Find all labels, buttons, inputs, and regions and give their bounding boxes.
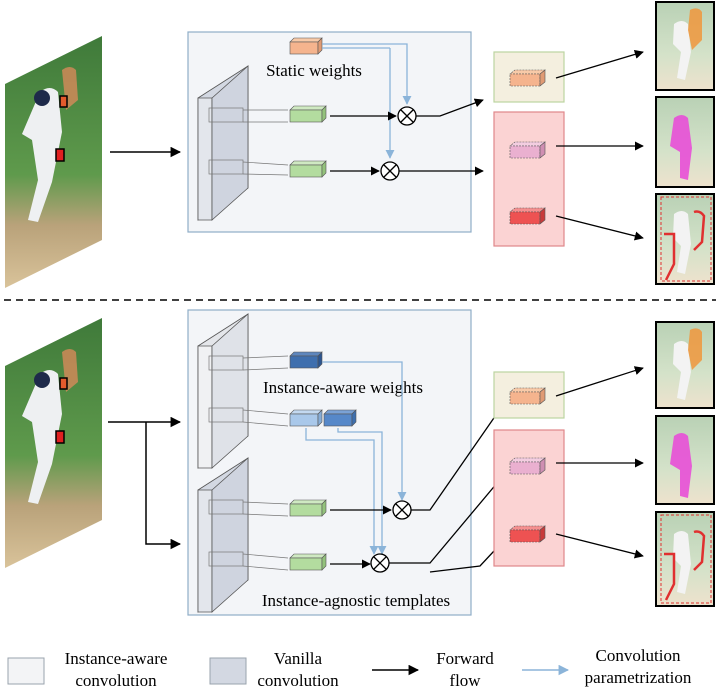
parametrization-arrow — [322, 43, 412, 105]
output-cube-red — [509, 207, 546, 225]
legend-swatch-instance-aware — [7, 657, 45, 685]
multiply-operator — [392, 500, 412, 520]
output-cube-pink — [509, 457, 546, 475]
template-coefficient-cube — [323, 409, 357, 427]
input-image-bottom — [5, 318, 102, 568]
legend-param-line2: parametrization — [585, 668, 692, 687]
output-box-pink — [493, 429, 565, 567]
forward-arrow — [145, 422, 182, 550]
forward-arrow — [416, 98, 484, 117]
input-image-top — [5, 36, 102, 288]
vanilla-conv-block — [197, 65, 249, 221]
keypoint-marker — [55, 148, 65, 162]
legend-forward-line1: Forward — [436, 649, 494, 668]
template-coefficient-cube — [289, 409, 323, 427]
player-figure — [22, 370, 62, 504]
legend: Instance-aware convolution Vanilla convo… — [7, 646, 692, 690]
result-thumbnail-mask — [655, 415, 715, 505]
result-thumbnail-box — [655, 321, 715, 409]
instance-agnostic-templates-label: Instance-agnostic templates — [262, 591, 450, 610]
result-thumbnail-mask — [655, 96, 715, 188]
player-helmet — [34, 90, 50, 106]
multiply-operator — [380, 161, 400, 181]
instance-aware-weights-label: Instance-aware weights — [263, 378, 423, 397]
output-cube-orange — [509, 69, 546, 87]
result-thumbnail-keypoints — [655, 511, 715, 607]
legend-swatch-vanilla — [209, 657, 247, 685]
result-thumbnail-box — [655, 1, 715, 91]
legend-param-line1: Convolution — [595, 646, 681, 665]
instance-aware-conv-block — [197, 313, 249, 469]
player-helmet — [34, 372, 50, 388]
feature-cube-green — [289, 499, 327, 517]
forward-arrow — [555, 215, 644, 241]
legend-forward-line2: flow — [449, 671, 481, 690]
forward-arrow — [555, 366, 644, 397]
feature-cube-green — [289, 105, 327, 123]
feature-cube-green — [289, 553, 327, 571]
output-cube-pink — [509, 141, 546, 159]
multiply-operator — [370, 553, 390, 573]
legend-vanilla-line1: Vanilla — [274, 649, 323, 668]
forward-arrow — [389, 469, 509, 564]
static-weights-cube — [289, 37, 323, 55]
keypoint-marker — [59, 377, 68, 390]
legend-instance-aware-line2: convolution — [75, 671, 157, 690]
multiply-operator — [397, 106, 417, 126]
static-weights-label: Static weights — [266, 61, 362, 80]
player-figure — [22, 88, 62, 222]
forward-arrow — [555, 49, 644, 79]
keypoint-marker — [55, 430, 65, 444]
result-thumbnail-keypoints — [655, 193, 715, 285]
instance-aware-weights-cube — [289, 351, 323, 369]
legend-instance-aware-line1: Instance-aware — [65, 649, 168, 668]
output-cube-red — [509, 525, 546, 543]
parametrization-arrow — [305, 428, 379, 555]
forward-arrow — [555, 533, 644, 559]
parametrization-arrow — [322, 361, 407, 501]
parametrization-arrow — [337, 428, 387, 555]
feature-cube-green — [289, 160, 327, 178]
output-box-pink — [493, 111, 565, 247]
vanilla-conv-block — [197, 457, 249, 613]
legend-vanilla-line2: convolution — [257, 671, 339, 690]
output-cube-orange — [509, 387, 546, 405]
forward-arrow — [411, 401, 506, 511]
keypoint-marker — [59, 95, 68, 108]
